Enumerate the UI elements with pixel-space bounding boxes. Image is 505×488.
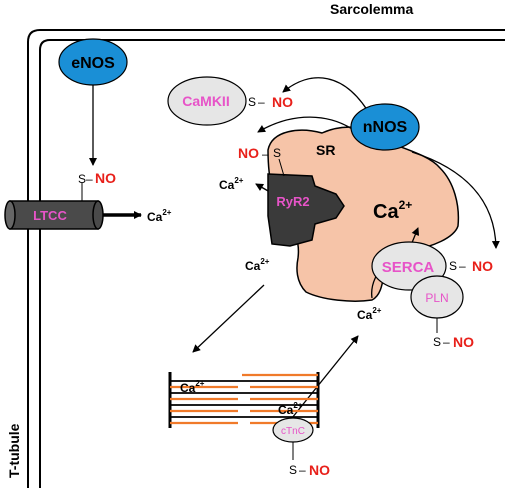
serca-s-no: S – NO	[449, 258, 493, 274]
ctnc-s-no: S – NO	[289, 442, 330, 478]
sarcolemma-label: Sarcolemma	[330, 1, 413, 17]
svg-text:S: S	[433, 335, 441, 349]
camkii-s-no: S – NO	[248, 94, 293, 110]
camkii-label: CaMKII	[182, 93, 229, 109]
svg-text:NO: NO	[472, 258, 493, 274]
sr-label: SR	[316, 142, 335, 158]
camkii-protein	[167, 76, 247, 126]
svg-text:–: –	[459, 259, 466, 273]
pln-label: PLN	[425, 291, 448, 305]
sarcomere-calcium-right: Ca2+	[278, 401, 303, 417]
ryr2-channel	[267, 173, 345, 247]
svg-text:NO: NO	[272, 94, 293, 110]
svg-text:NO: NO	[95, 170, 116, 186]
svg-text:–: –	[443, 335, 450, 349]
ltcc-label: LTCC	[33, 208, 67, 223]
ryr2-label: RyR2	[276, 194, 309, 209]
ctnc-label: cTnC	[281, 426, 305, 437]
enos-enzyme	[58, 38, 128, 86]
ryr2-calcium-down: Ca2+	[245, 257, 270, 273]
svg-text:S: S	[449, 259, 457, 273]
ltcc-calcium-label: Ca2+	[147, 208, 172, 224]
t-tubule-label: T-tubule	[6, 423, 22, 478]
svg-text:S: S	[78, 172, 86, 186]
svg-text:NO: NO	[238, 145, 259, 161]
ltcc-s-no: S – NO	[78, 170, 116, 201]
sr-calcium-label: Ca2+	[373, 198, 412, 223]
nnos-enzyme	[350, 103, 420, 151]
svg-text:S: S	[248, 95, 256, 109]
svg-text:S: S	[289, 463, 297, 477]
enos-label: eNOS	[71, 55, 115, 72]
svg-text:–: –	[86, 172, 93, 186]
arrows	[89, 77, 500, 419]
svg-text:–: –	[299, 463, 306, 477]
thick-filaments	[170, 380, 318, 418]
svg-text:NO: NO	[309, 462, 330, 478]
svg-text:NO: NO	[453, 334, 474, 350]
svg-text:–: –	[258, 95, 265, 109]
serca-calcium-label: Ca2+	[357, 306, 382, 322]
svg-text:–: –	[262, 147, 269, 161]
ltcc-channel	[4, 200, 104, 230]
nnos-label: nNOS	[363, 119, 408, 136]
pln-s-no: S – NO	[433, 318, 474, 350]
ryr2-s-no: NO – S	[238, 145, 285, 177]
sarcomere-calcium-left: Ca2+	[180, 379, 205, 395]
serca-label: SERCA	[382, 259, 435, 276]
sarcolemma-membrane	[27, 29, 505, 488]
svg-text:S: S	[273, 146, 281, 160]
ryr2-calcium-up: Ca2+	[219, 176, 244, 192]
